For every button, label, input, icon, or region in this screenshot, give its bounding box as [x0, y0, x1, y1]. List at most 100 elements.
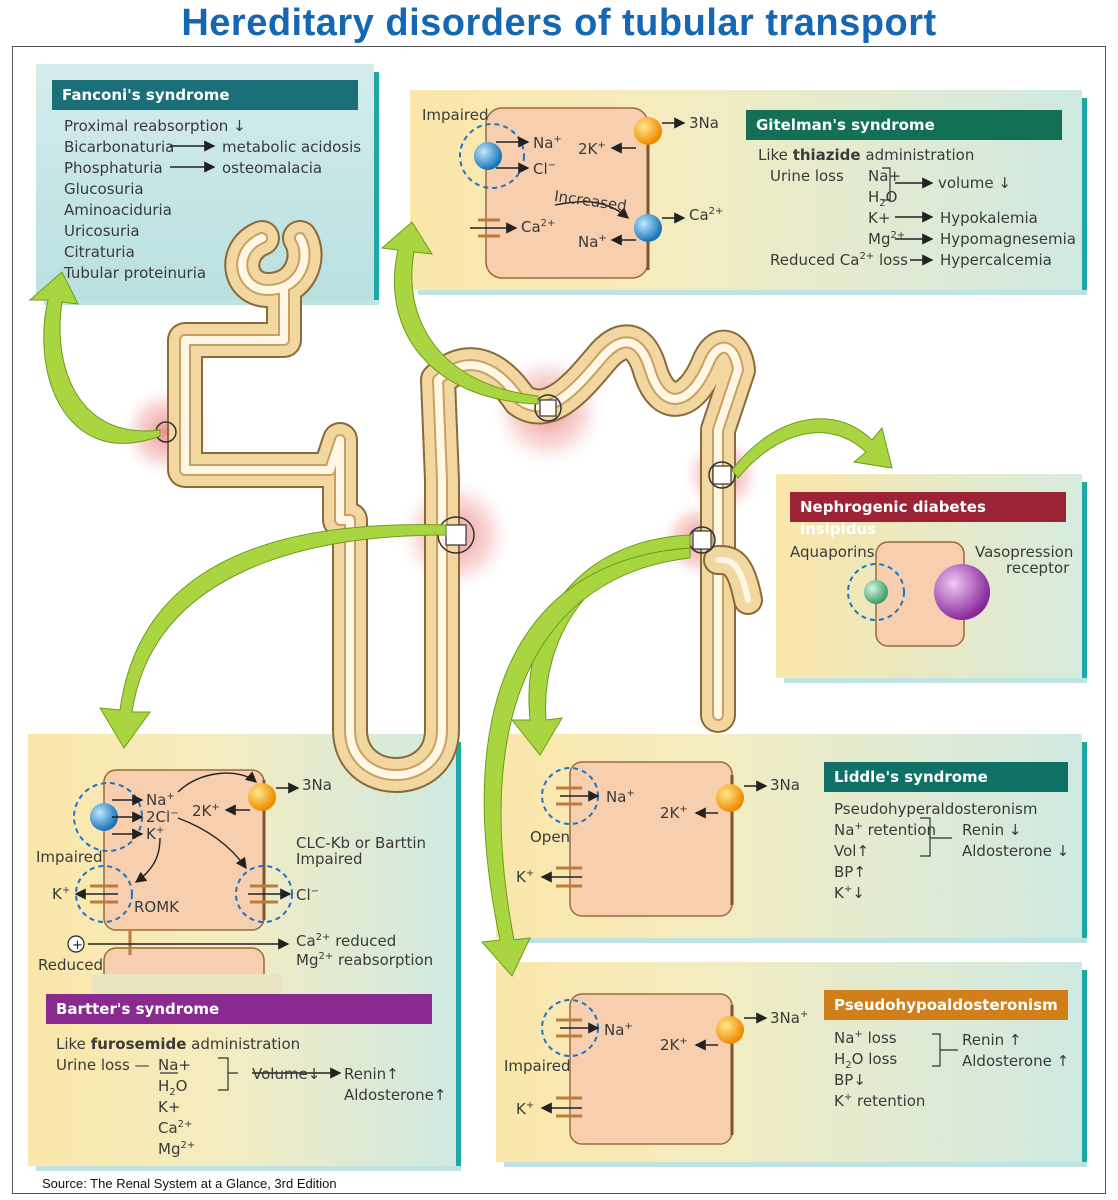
- liddle-bp: BP↑: [834, 863, 866, 881]
- bartter-2k: 2K: [192, 802, 212, 820]
- pha-impaired: Impaired: [504, 1057, 571, 1075]
- fanconi-phos-result: osteomalacia: [222, 159, 323, 177]
- pha-h2o-loss-line: H2O loss: [834, 1050, 898, 1071]
- bartter-urine-loss: Urine loss —: [56, 1056, 150, 1074]
- pha-2k: 2K: [660, 1036, 680, 1054]
- bartter-romk: ROMK: [134, 898, 180, 916]
- bartter-k-out: K: [52, 885, 62, 903]
- gitelman-hypomag: Hypomagnesemia: [940, 230, 1076, 248]
- bartter-k-out-label: K+: [52, 885, 71, 903]
- bartter-k: K: [146, 825, 156, 843]
- fanconi-panel: Fanconi's syndrome: [36, 64, 379, 305]
- bartter-aldo: Aldosterone↑: [344, 1086, 447, 1104]
- fanconi-line-4: Glucosuria: [64, 180, 144, 198]
- pha-na-loss: loss: [867, 1029, 897, 1047]
- liddle-renin: Renin ↓: [962, 821, 1022, 839]
- gitelman-mg: Mg: [868, 230, 891, 248]
- bartter-loss-ca-label: Ca2+: [158, 1119, 193, 1137]
- pha-k: K: [516, 1100, 526, 1118]
- bartter-loss-na: Na+: [158, 1056, 191, 1074]
- figure-frame: [12, 46, 1106, 1194]
- ndi-receptor-line-1: Vasopression: [975, 543, 1074, 561]
- gitelman-like: Like: [758, 146, 788, 164]
- gitelman-cl-label: Cl−: [533, 160, 557, 178]
- gitelman-ca-in: Ca: [521, 218, 541, 236]
- liddle-na-ret: retention: [867, 821, 937, 839]
- pha-na-label: Na+: [604, 1021, 633, 1039]
- bartter-reduced: Reduced: [38, 956, 104, 974]
- bartter-na: Na: [146, 791, 167, 809]
- gitelman-na-label: Na+: [533, 134, 562, 152]
- gitelman-volume: volume ↓: [938, 174, 1011, 192]
- gitelman-ca-out-label: Ca2+: [689, 206, 724, 224]
- fanconi-line-7: Citraturia: [64, 243, 135, 261]
- gitelman-hypercalcemia: Hypercalcemia: [940, 251, 1052, 269]
- pha-k-ret: retention: [857, 1092, 926, 1110]
- bartter-cl-out-label: Cl−: [296, 886, 320, 904]
- bartter-mg-reab: reabsorption: [338, 951, 434, 969]
- gitelman-na2-label: Na+: [578, 233, 607, 251]
- pha-h2o-loss: loss: [868, 1050, 898, 1068]
- pha-na-loss-line: Na+ loss: [834, 1029, 897, 1047]
- bartter-k-label: K+: [146, 825, 165, 843]
- fanconi-line-1: Proximal reabsorption ↓: [64, 117, 246, 135]
- pha-3na: 3Na: [770, 1009, 800, 1027]
- gitelman-header: Gitelman's syndrome: [746, 110, 1062, 140]
- bartter-loss-h2o: H: [158, 1077, 170, 1095]
- bartter-cl-out: Cl: [296, 886, 311, 904]
- bartter-clc-line-1: CLC-Kb or Barttin: [296, 834, 427, 852]
- bartter-loss-ca: Ca: [158, 1119, 178, 1137]
- liddle-k-down: ↓: [852, 884, 865, 902]
- pha-k-ret-line: K+ retention: [834, 1092, 926, 1110]
- gitelman-na2: Na: [578, 233, 599, 251]
- bartter-like-end: administration: [191, 1035, 301, 1053]
- liddle-aldo: Aldosterone ↓: [962, 842, 1070, 860]
- liddle-na: Na: [606, 788, 627, 806]
- gitelman-urine-loss: Urine loss: [770, 167, 844, 185]
- fanconi-line-3: Phosphaturia: [64, 159, 163, 177]
- liddle-2k-label: 2K+: [660, 804, 688, 822]
- pha-3na-label: 3Na+: [770, 1009, 809, 1027]
- gitelman-cl: Cl: [533, 160, 548, 178]
- gitelman-reduced-ca-line: Reduced Ca2+ loss: [770, 251, 908, 269]
- gitelman-like-drug: thiazide: [792, 146, 861, 164]
- liddle-vol: Vol↑: [834, 842, 870, 860]
- marker-dct: [534, 394, 562, 422]
- liddle-header: Liddle's syndrome: [824, 762, 1068, 792]
- fanconi-line-6: Uricosuria: [64, 222, 140, 240]
- bartter-loss-mg: Mg: [158, 1140, 181, 1158]
- fanconi-line-8: Tubular proteinuria: [64, 264, 207, 282]
- gitelman-ca-in-label: Ca2+: [521, 218, 556, 236]
- liddle-pseudo: Pseudohyperaldosteronism: [834, 800, 1038, 818]
- pha-renin: Renin ↑: [962, 1031, 1022, 1049]
- gitelman-na-plus: Na+: [868, 167, 901, 185]
- bartter-like: Like: [56, 1035, 86, 1053]
- bartter-clc-line-2: Impaired: [296, 850, 363, 868]
- fanconi-line-5: Aminoaciduria: [64, 201, 172, 219]
- pha-na: Na: [604, 1021, 625, 1039]
- bartter-mg: Mg: [296, 951, 319, 969]
- bartter-volume: Volume↓: [252, 1065, 321, 1083]
- liddle-k: K: [516, 868, 526, 886]
- gitelman-h2o: H: [868, 188, 880, 206]
- bartter-loss-k: K+: [158, 1098, 181, 1116]
- bartter-renin: Renin↑: [344, 1065, 399, 1083]
- bartter-ca: Ca: [296, 932, 316, 950]
- gitelman-2k-label: 2K+: [578, 140, 606, 158]
- bartter-ca-reduced-line: Ca2+ reduced: [296, 932, 397, 950]
- liddle-na-label: Na+: [606, 788, 635, 806]
- liddle-na-ret-line: Na+ retention: [834, 821, 937, 839]
- marker-cd-1: [708, 461, 736, 489]
- fanconi-header: Fanconi's syndrome: [52, 80, 358, 110]
- bartter-ca-reduced: reduced: [335, 932, 397, 950]
- gitelman-reduced-ca: Reduced Ca: [770, 251, 860, 269]
- pha-k-label: K+: [516, 1100, 535, 1118]
- bartter-loss-h2o-label: H2O: [158, 1077, 188, 1098]
- bartter-header: Bartter's syndrome: [46, 994, 432, 1024]
- bartter-like-drug: furosemide: [90, 1035, 187, 1053]
- bartter-like-line: Like furosemide administration: [56, 1035, 300, 1053]
- ndi-header: Nephrogenic diabetes insipidus: [790, 492, 1066, 538]
- gitelman-3na: 3Na: [689, 114, 719, 132]
- ndi-aquaporins: Aquaporins: [790, 543, 875, 561]
